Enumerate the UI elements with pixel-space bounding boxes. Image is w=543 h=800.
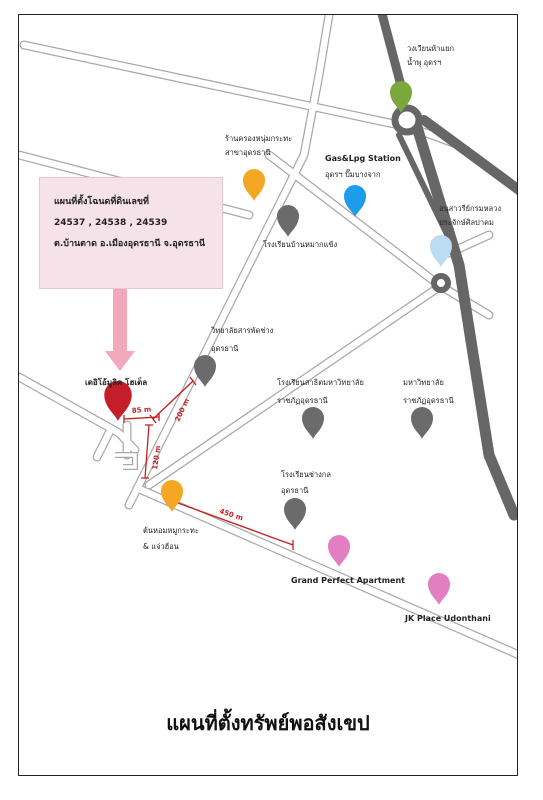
distance-markers [123, 376, 294, 550]
label-demo-school-2: ราชภัฏอุดรธานี [277, 396, 328, 405]
label-school-1: โรงเรียนบ้านหมากแข้ง [263, 240, 338, 249]
label-hotel: เดอิโอ้มูลิค โฮเต็ล [85, 376, 147, 388]
label-grand-perfect: Grand Perfect Apartment [291, 576, 405, 585]
deed-info-box: แผนที่ตั้งโฉนดที่ดินเลขที่ 24537 , 24538… [39, 177, 223, 289]
pointer-arrow [105, 285, 135, 371]
pin-university [411, 407, 433, 439]
label-university-1: มหาวิทยาลัย [403, 378, 444, 387]
deed-info-line-1: แผนที่ตั้งโฉนดที่ดินเลขที่ [54, 197, 149, 207]
pin-college [194, 355, 216, 387]
label-restaurant-2: & แจ่วฮ้อน [143, 542, 179, 551]
minor-roads [19, 15, 517, 660]
pin-tech-school [284, 498, 306, 530]
label-gas-station-1: Gas&Lpg Station [325, 154, 401, 163]
label-tech-school-2: อุดรธานี [281, 486, 308, 495]
pin-thai-shop [243, 169, 265, 201]
label-circle-north-2: น้ำพุ อุดรฯ [407, 57, 441, 67]
distance-label-85m: 85 m [131, 405, 151, 415]
label-monument-1: อนุสาวรีย์กรมหลวง [439, 204, 501, 213]
label-monument-2: ประจักษ์ศิลปาคม [439, 218, 494, 227]
label-gas-station-2: อุดรฯ ปั๊มบางจาก [325, 169, 381, 179]
pin-school-1 [277, 205, 299, 237]
label-thai-shop-1: ร้านครองหนุ่มกระทะ [225, 134, 292, 143]
pin-hotel [104, 381, 132, 421]
label-circle-north-1: วงเวียนห้าแยก [407, 44, 454, 53]
pin-jk-place [428, 573, 450, 605]
deed-info-line-3: ต.บ้านตาด อ.เมืองอุดรธานี จ.อุดรธานี [54, 239, 206, 249]
hotel-connector [115, 452, 138, 470]
label-college-1: วิทยาลัยสารพัดช่าง [210, 326, 273, 335]
label-restaurant-1: ต้นหอมหมูกระทะ [143, 526, 199, 535]
label-demo-school-1: โรงเรียนสาธิตมหาวิทยาลัย [277, 378, 364, 387]
pin-grand-perfect [328, 535, 350, 567]
pin-monument [430, 235, 452, 267]
map-frame: 85 m 200 m 120 m 450 m [18, 14, 518, 776]
label-tech-school-1: โรงเรียนช่างกล [281, 470, 331, 479]
label-university-2: ราชภัฏอุดรธานี [403, 396, 454, 405]
pin-demo-school [302, 407, 324, 439]
deed-info-line-2: 24537 , 24538 , 24539 [54, 218, 168, 228]
map-canvas: 85 m 200 m 120 m 450 m [19, 15, 517, 660]
distance-label-120m: 120 m [151, 445, 162, 470]
label-college-2: อุดรธานี [211, 344, 238, 353]
distance-label-450m: 450 m [218, 507, 244, 522]
label-jk-place: JK Place Udonthani [404, 614, 491, 623]
label-thai-shop-2: สาขาอุดรธานี [225, 148, 270, 157]
map-title: แผนที่ตั้งทรัพย์พอสังเขป [166, 711, 370, 735]
highways [377, 15, 517, 521]
